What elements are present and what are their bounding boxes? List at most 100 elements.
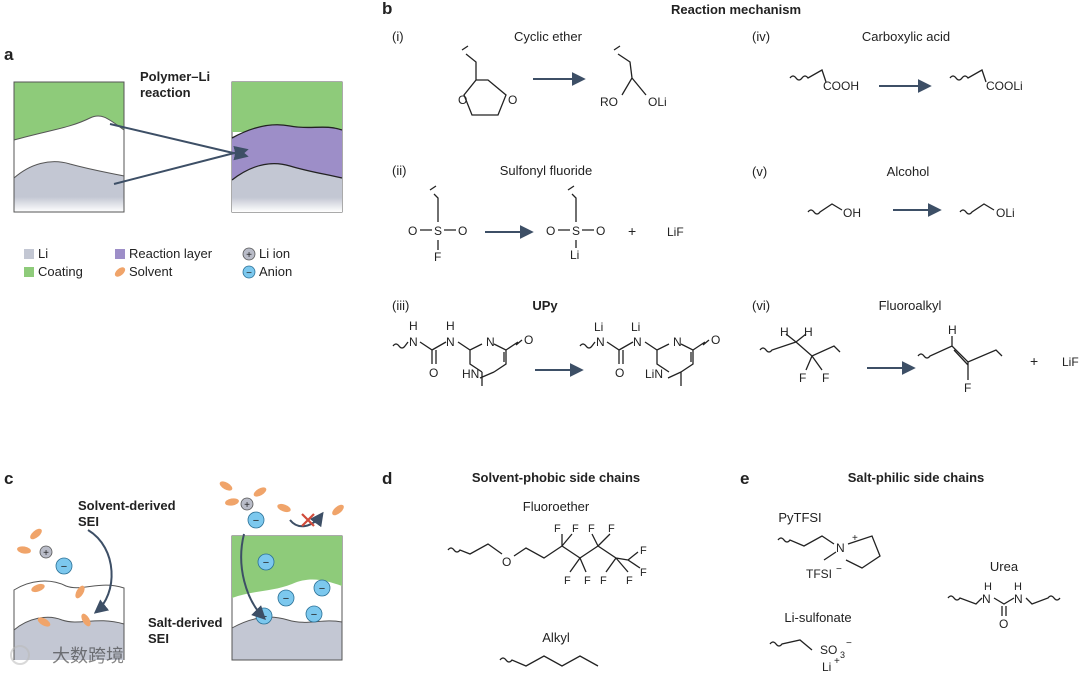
urea-label: Urea: [990, 559, 1019, 574]
solvent-sei-arrow: [87, 529, 113, 614]
svg-text:O: O: [711, 333, 720, 347]
svg-text:OLi: OLi: [648, 95, 667, 109]
fluoroether-label: Fluoroether: [523, 499, 590, 514]
legend-swatch-anion: [242, 265, 256, 279]
svg-text:RO: RO: [600, 95, 618, 109]
li-ion-right-sign: +: [244, 500, 250, 511]
carboxylic-product-chain: [949, 69, 987, 83]
salt-sei-label-2: SEI: [148, 631, 169, 646]
reaction-ii-name: Sulfonyl fluoride: [500, 163, 593, 178]
electrode-after: [231, 81, 343, 213]
svg-text:N: N: [673, 335, 682, 349]
reaction-i-name: Cyclic ether: [514, 29, 583, 44]
svg-text:F: F: [434, 250, 441, 264]
electrode-before: [13, 81, 125, 213]
svg-text:H: H: [446, 319, 455, 333]
alcohol-product-chain: [959, 203, 995, 215]
salt-sei-arrow: [240, 533, 266, 620]
svg-text:O: O: [429, 366, 438, 380]
reaction-label-line1: Polymer–Li: [140, 69, 210, 84]
fluoroether-structure: O F F F F F F F F F F: [447, 523, 647, 587]
svg-text:Li: Li: [822, 660, 831, 674]
svg-text:N: N: [409, 335, 418, 349]
svg-text:H: H: [948, 323, 957, 337]
legend-swatch-coating: [24, 267, 34, 277]
svg-text:Li: Li: [594, 320, 603, 334]
reaction-iii-number: (iii): [392, 298, 409, 313]
reaction-i-number: (i): [392, 29, 404, 44]
carboxylic-product-group: COOLi: [986, 79, 1023, 93]
panel-e-label: e: [740, 469, 749, 488]
svg-text:F: F: [564, 575, 571, 587]
panel-a-label: a: [4, 45, 14, 64]
reaction-ii-number: (ii): [392, 163, 406, 178]
alcohol-reactant-chain: [807, 203, 843, 215]
svg-text:−: −: [319, 583, 325, 595]
solvent-molecules-left: [17, 528, 91, 627]
salt-sei-label-1: Salt-derived: [148, 615, 222, 630]
reaction-v-number: (v): [752, 164, 767, 179]
pytfsi-structure: N + TFSI −: [777, 533, 881, 581]
li-ion-right: [240, 497, 254, 511]
reaction-vi-lif: LiF: [1062, 355, 1079, 369]
sulfonyl-product: O S O Li: [546, 185, 605, 262]
reaction-vi-number: (vi): [752, 298, 770, 313]
cyclic-ether-product: RO OLi: [600, 45, 667, 109]
reaction-ii-plus: +: [628, 223, 636, 239]
svg-text:Li: Li: [631, 320, 640, 334]
svg-text:−: −: [283, 593, 289, 605]
legend-swatch-solvent: [114, 267, 126, 277]
li-ion-left-sign: +: [43, 548, 49, 559]
upy-product: Li N O Li N N LiN O: [579, 320, 720, 386]
panel-e-title: Salt-philic side chains: [848, 470, 985, 485]
legend-label-li: Li: [38, 246, 48, 261]
carboxylic-reactant-group: COOH: [823, 79, 859, 93]
reaction-arrow-1: [109, 123, 249, 161]
solvent-sei-label-1: Solvent-derived: [78, 498, 176, 513]
panel-b-label: b: [382, 0, 392, 18]
svg-text:F: F: [608, 523, 615, 535]
svg-text:O: O: [508, 93, 517, 107]
legend-swatch-reaction-layer: [115, 249, 125, 259]
svg-text:O: O: [408, 224, 417, 238]
panel-d-label: d: [382, 469, 392, 488]
svg-text:−: −: [836, 564, 842, 575]
svg-text:F: F: [588, 523, 595, 535]
svg-text:O: O: [502, 555, 511, 569]
svg-text:O: O: [546, 224, 555, 238]
carboxylic-reactant-chain: [789, 69, 827, 83]
svg-text:O: O: [458, 93, 467, 107]
svg-text:N: N: [486, 335, 495, 349]
svg-text:−: −: [311, 609, 317, 621]
svg-text:F: F: [822, 371, 829, 385]
svg-text:3: 3: [840, 650, 845, 660]
anion-left: [55, 557, 73, 575]
panel-c-label: c: [4, 469, 13, 488]
svg-text:H: H: [780, 325, 789, 339]
solvent-molecules-right: [219, 481, 344, 516]
svg-text:O: O: [596, 224, 605, 238]
svg-text:N: N: [633, 335, 642, 349]
svg-text:H: H: [804, 325, 813, 339]
svg-text:−: −: [846, 638, 852, 649]
reaction-vi-plus: +: [1030, 353, 1038, 369]
svg-text:TFSI: TFSI: [806, 567, 832, 581]
svg-text:N: N: [596, 335, 605, 349]
svg-text:F: F: [640, 545, 647, 557]
anion-left-sign: −: [61, 561, 67, 573]
legend-li-ion-plus: +: [246, 250, 252, 261]
svg-text:F: F: [799, 371, 806, 385]
svg-text:N: N: [982, 592, 991, 606]
watermark: 大数跨境: [10, 645, 124, 666]
svg-text:O: O: [458, 224, 467, 238]
reaction-label-line2: reaction: [140, 85, 191, 100]
svg-text:H: H: [409, 319, 418, 333]
legend-label-li-ion: Li ion: [259, 246, 290, 261]
reaction-vi-name: Fluoroalkyl: [879, 298, 942, 313]
watermark-text: 大数跨境: [52, 646, 124, 666]
svg-text:F: F: [600, 575, 607, 587]
legend-label-solvent: Solvent: [129, 264, 173, 279]
alkyl-label: Alkyl: [542, 630, 570, 645]
svg-text:N: N: [1014, 592, 1023, 606]
